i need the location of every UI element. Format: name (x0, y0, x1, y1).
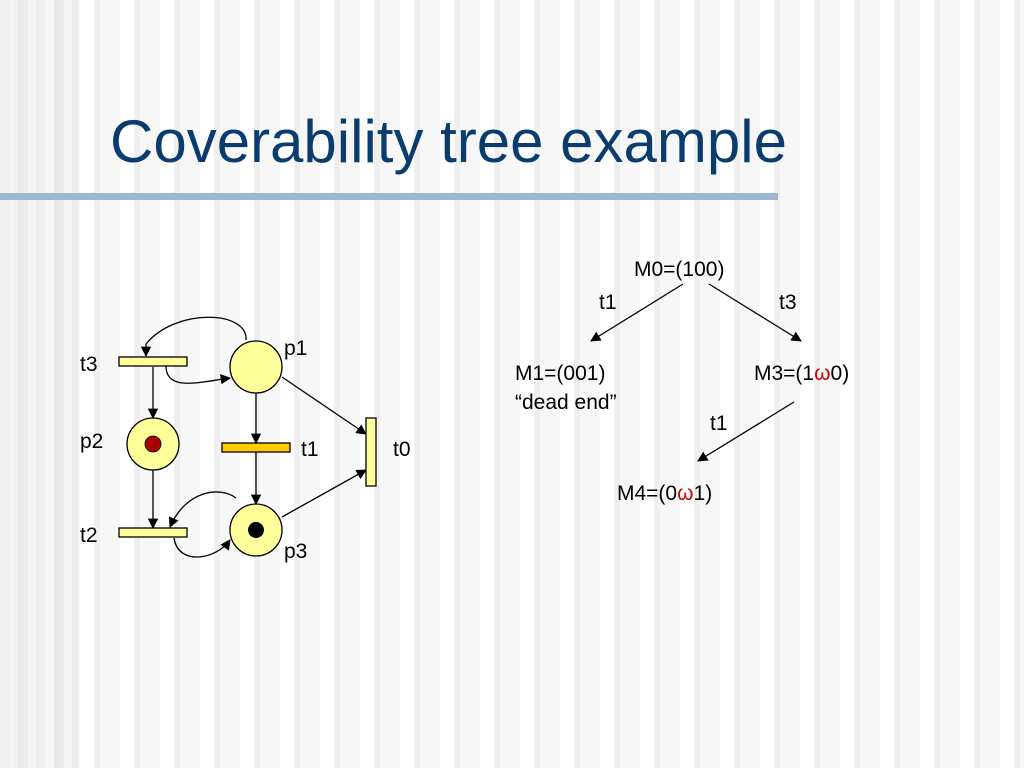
arc-p1-t3 (140, 316, 247, 358)
edge-m3-m4 (697, 401, 795, 462)
transition-t1 (221, 442, 291, 453)
arc-t3-p1 (165, 365, 232, 385)
place-circle (229, 340, 283, 394)
node-m1: M1=(001) (515, 362, 605, 385)
petri-net: p1 p2 p3 t3 t1 t2 t0 (80, 316, 411, 563)
node-m4: M4=(0ω1) (617, 482, 712, 505)
token (248, 522, 264, 538)
omega-symbol: ω (677, 482, 693, 505)
transition-t2 (118, 527, 188, 538)
place-p2 (126, 417, 180, 471)
edge-m0-m1 (590, 283, 684, 342)
node-m0: M0=(100) (634, 258, 724, 281)
omega-symbol: ω (814, 362, 830, 385)
petri-net-arcs (140, 316, 367, 558)
edge-m0-m3 (708, 283, 802, 342)
transition-t0 (365, 417, 377, 487)
place-p1 (229, 340, 283, 394)
label-t3: t3 (80, 353, 98, 376)
edge-label-t1-m4: t1 (710, 412, 728, 435)
arc-p3-t0 (281, 469, 367, 518)
title-underline (0, 193, 778, 200)
place-p3 (229, 503, 283, 557)
label-p2: p2 (80, 430, 103, 453)
label-t1: t1 (301, 438, 319, 461)
tree-edges (590, 283, 802, 462)
label-p3: p3 (284, 540, 307, 563)
node-m3: M3=(1ω0) (754, 362, 849, 385)
background-stripes (0, 0, 78, 768)
label-p1: p1 (284, 337, 307, 360)
edge-label-t1-m1: t1 (599, 291, 617, 314)
arc-t2-p3 (173, 537, 231, 558)
label-t2: t2 (80, 524, 98, 547)
node-m1-note: “dead end” (515, 391, 617, 414)
label-t0: t0 (393, 438, 411, 461)
transition-t3 (118, 356, 188, 367)
arc-p1-t0 (281, 376, 367, 435)
token (144, 435, 162, 453)
arc-p3-t2 (168, 491, 237, 528)
edge-label-t3-m3: t3 (779, 291, 797, 314)
coverability-tree: M0=(100) M1=(001) “dead end” M3=(1ω0) M4… (515, 258, 849, 505)
slide-title: Coverability tree example (110, 108, 787, 175)
